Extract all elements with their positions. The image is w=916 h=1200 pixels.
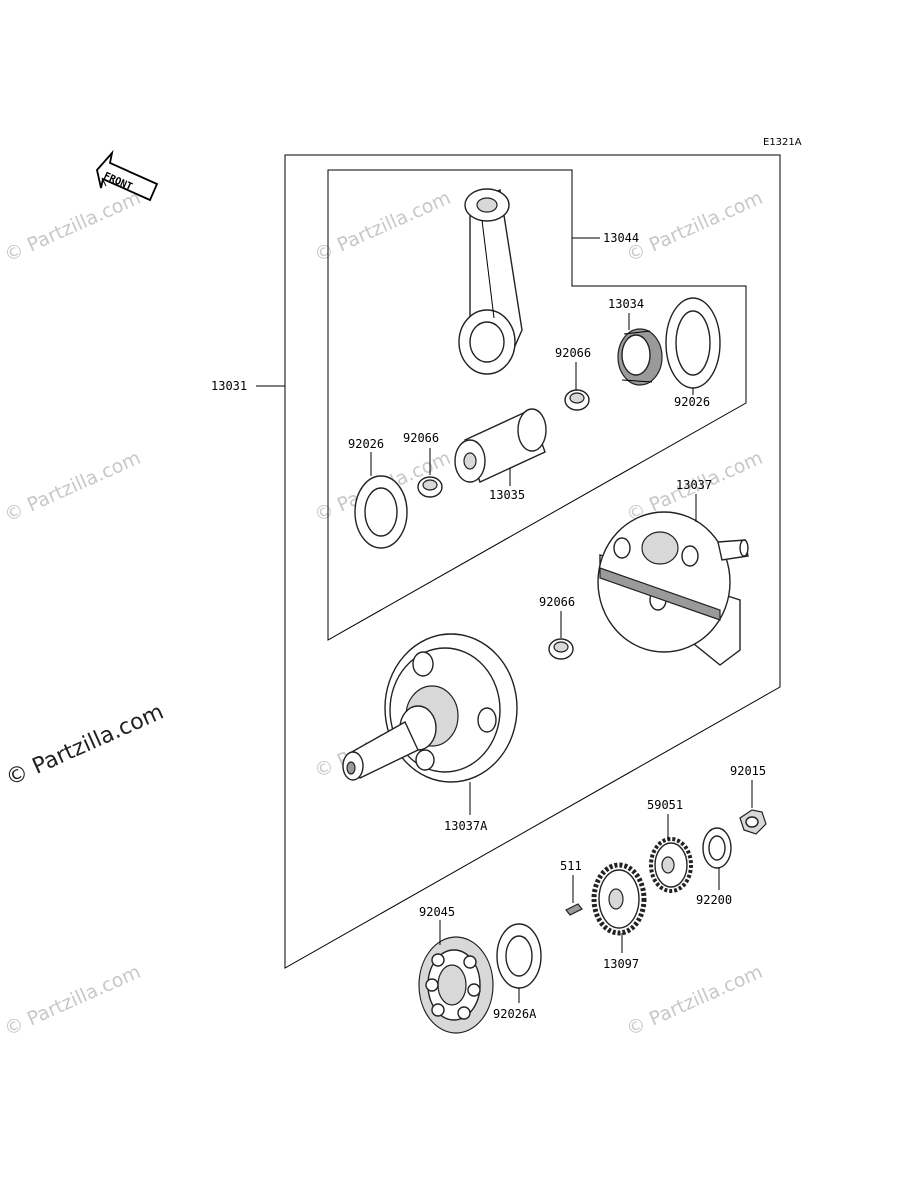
part-label-13037A: 13037A [444,819,488,833]
part-label-92026: 92026 [674,395,710,409]
watermark: © Partzilla.com [623,187,766,267]
watermark: © Partzilla.com [1,961,144,1041]
part-label-511: 511 [560,859,582,873]
thrust-washer [665,297,721,389]
needle-bearing [617,328,663,386]
con-rod-assy-outline [327,169,747,641]
watermark-main: © Partzilla.com [2,700,167,792]
watermark: © Partzilla.com [623,961,766,1041]
connecting-rod [458,188,523,375]
flywheel-left [342,633,518,783]
bush [548,638,574,660]
washer-lower [496,923,542,989]
watermark: © Partzilla.com [311,187,454,267]
gear-large [591,862,647,936]
part-label-13034: 13034 [608,297,644,311]
bush [564,389,590,411]
nut [739,809,767,835]
key [565,903,583,916]
flywheel-right [597,511,749,666]
part-label-92066: 92066 [555,346,591,360]
part-label-13044: 13044 [603,231,639,245]
part-label-59051: 59051 [647,798,683,812]
part-label-92045: 92045 [419,905,455,919]
part-label-13035: 13035 [489,488,525,502]
thrust-washer [354,475,408,549]
part-label-13031: 13031 [211,379,247,393]
watermark: © Partzilla.com [1,447,144,527]
washer-gear [702,827,732,869]
crankshaft-assy-outline [284,154,781,969]
part-label-92066: 92066 [403,431,439,445]
part-label-92200: 92200 [696,893,732,907]
crankpin [454,408,547,483]
bush [417,476,443,498]
part-label-13037: 13037 [676,478,712,492]
part-label-92015: 92015 [730,764,766,778]
part-label-13097: 13097 [603,957,639,971]
part-label-92026: 92026 [348,437,384,451]
watermark: © Partzilla.com [1,187,144,267]
gear-small [649,837,693,893]
part-label-92066: 92066 [539,595,575,609]
part-label-92026A: 92026A [493,1007,537,1021]
diagram-code: E1321A [763,137,802,148]
ball-bearing [418,936,494,1034]
